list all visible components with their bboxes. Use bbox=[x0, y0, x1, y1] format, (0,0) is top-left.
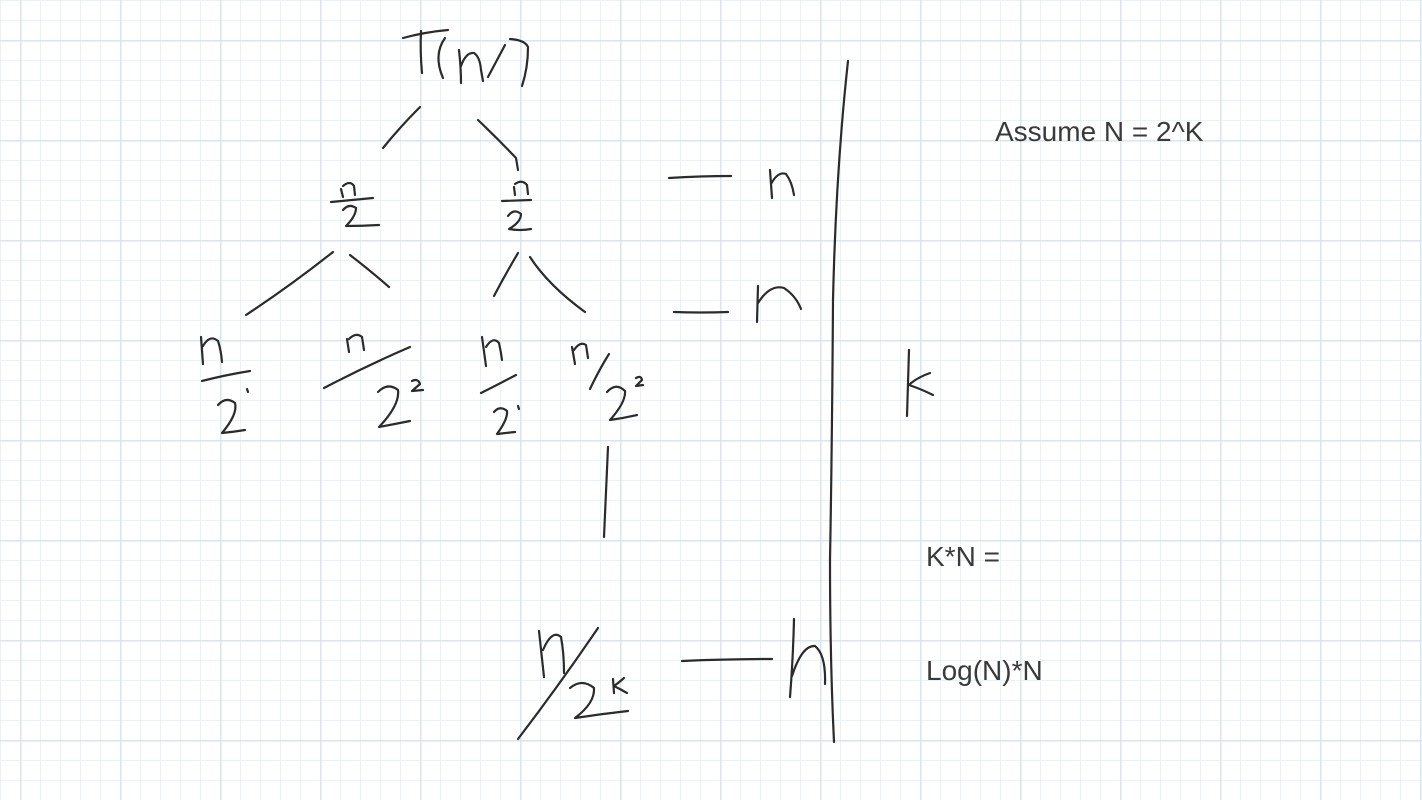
result-line-1: K*N = bbox=[926, 541, 1000, 572]
result-line-2: Log(N)*N bbox=[926, 655, 1043, 686]
assumption-note: Assume N = 2^K bbox=[995, 116, 1204, 147]
level2-node-1 bbox=[199, 335, 252, 435]
level2-node-3 bbox=[479, 335, 521, 436]
branch-l1right-b bbox=[528, 255, 587, 314]
level-cost-3 bbox=[680, 617, 827, 699]
level-cost-1 bbox=[667, 168, 796, 200]
level1-right-node bbox=[500, 180, 533, 232]
level-cost-2 bbox=[672, 284, 803, 324]
branch-l1right-a bbox=[492, 251, 520, 298]
root-node-tn bbox=[401, 28, 530, 88]
depth-bracket-line bbox=[828, 59, 850, 744]
branch-root-right bbox=[476, 118, 520, 172]
depth-label-k bbox=[905, 348, 935, 418]
level2-node-2 bbox=[322, 333, 425, 429]
branch-root-left bbox=[381, 105, 422, 150]
branch-to-leaf bbox=[602, 445, 610, 539]
leaf-node bbox=[516, 626, 630, 741]
result-note: K*N = Log(N)*N bbox=[926, 462, 1043, 728]
level2-node-4 bbox=[570, 342, 645, 422]
branch-l1left-a bbox=[244, 250, 335, 317]
level1-left-node bbox=[329, 181, 381, 228]
branch-l1left-b bbox=[348, 253, 391, 289]
